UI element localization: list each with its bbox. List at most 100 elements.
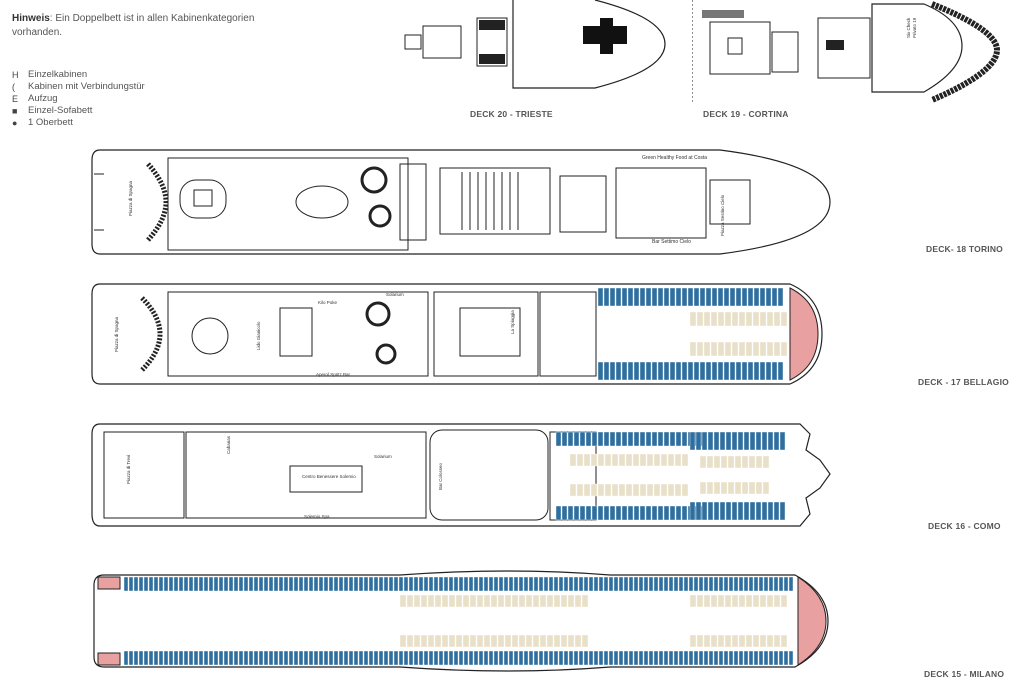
cabin[interactable] xyxy=(423,576,429,592)
cabin[interactable] xyxy=(263,576,269,592)
cabin[interactable] xyxy=(663,431,670,447)
cabin[interactable] xyxy=(213,650,219,666)
cabin[interactable] xyxy=(779,431,786,451)
cabin[interactable] xyxy=(745,311,753,327)
cabin[interactable] xyxy=(597,505,604,521)
cabin[interactable] xyxy=(633,361,640,381)
cabin[interactable] xyxy=(462,594,470,608)
cabin[interactable] xyxy=(567,594,575,608)
cabin[interactable] xyxy=(741,455,749,469)
cabin[interactable] xyxy=(223,576,229,592)
cabin[interactable] xyxy=(713,501,720,521)
cabin[interactable] xyxy=(133,650,139,666)
cabin[interactable] xyxy=(667,453,675,467)
cabin[interactable] xyxy=(758,576,764,592)
cabin[interactable] xyxy=(717,287,724,307)
cabin[interactable] xyxy=(743,650,749,666)
cabin[interactable] xyxy=(548,576,554,592)
cabin[interactable] xyxy=(780,594,788,608)
cabin[interactable] xyxy=(783,650,789,666)
cabin[interactable] xyxy=(778,650,784,666)
cabin[interactable] xyxy=(323,650,329,666)
cabin[interactable] xyxy=(488,576,494,592)
cabin[interactable] xyxy=(283,650,289,666)
cabin[interactable] xyxy=(208,650,214,666)
cabin[interactable] xyxy=(711,361,718,381)
cabin[interactable] xyxy=(648,650,654,666)
cabin[interactable] xyxy=(597,453,605,467)
cabin[interactable] xyxy=(590,453,598,467)
cabin[interactable] xyxy=(767,431,774,451)
cabin[interactable] xyxy=(693,361,700,381)
cabin[interactable] xyxy=(771,361,778,381)
cabin[interactable] xyxy=(748,481,756,495)
cabin[interactable] xyxy=(548,650,554,666)
cabin[interactable] xyxy=(513,650,519,666)
cabin[interactable] xyxy=(508,576,514,592)
cabin[interactable] xyxy=(648,576,654,592)
cabin[interactable] xyxy=(233,650,239,666)
cabin[interactable] xyxy=(593,576,599,592)
cabin[interactable] xyxy=(353,650,359,666)
cabin[interactable] xyxy=(263,650,269,666)
cabin[interactable] xyxy=(543,650,549,666)
cabin[interactable] xyxy=(458,576,464,592)
cabin[interactable] xyxy=(598,650,604,666)
cabin[interactable] xyxy=(203,650,209,666)
cabin[interactable] xyxy=(627,505,634,521)
cabin[interactable] xyxy=(560,634,568,648)
cabin[interactable] xyxy=(198,576,204,592)
cabin[interactable] xyxy=(573,576,579,592)
cabin[interactable] xyxy=(687,287,694,307)
cabin[interactable] xyxy=(438,576,444,592)
cabin[interactable] xyxy=(738,650,744,666)
cabin[interactable] xyxy=(323,576,329,592)
cabin[interactable] xyxy=(703,650,709,666)
cabin[interactable] xyxy=(689,341,697,357)
cabin[interactable] xyxy=(731,594,739,608)
cabin[interactable] xyxy=(710,594,718,608)
cabin[interactable] xyxy=(627,361,634,381)
cabin[interactable] xyxy=(448,594,456,608)
cabin[interactable] xyxy=(753,361,760,381)
cabin[interactable] xyxy=(468,650,474,666)
cabin[interactable] xyxy=(408,650,414,666)
cabin[interactable] xyxy=(528,576,534,592)
cabin[interactable] xyxy=(696,594,704,608)
cabin[interactable] xyxy=(765,361,772,381)
cabin[interactable] xyxy=(163,650,169,666)
cabin[interactable] xyxy=(558,650,564,666)
cabin[interactable] xyxy=(434,594,442,608)
cabin[interactable] xyxy=(745,634,753,648)
cabin[interactable] xyxy=(611,483,619,497)
cabin[interactable] xyxy=(621,431,628,447)
cabin[interactable] xyxy=(476,634,484,648)
cabin[interactable] xyxy=(393,650,399,666)
cabin[interactable] xyxy=(148,650,154,666)
cabin[interactable] xyxy=(755,501,762,521)
cabin[interactable] xyxy=(725,501,732,521)
cabin[interactable] xyxy=(583,453,591,467)
cabin[interactable] xyxy=(193,576,199,592)
cabin[interactable] xyxy=(728,650,734,666)
cabin[interactable] xyxy=(406,634,414,648)
cabin[interactable] xyxy=(298,650,304,666)
cabin[interactable] xyxy=(560,594,568,608)
cabin[interactable] xyxy=(710,634,718,648)
cabin[interactable] xyxy=(573,650,579,666)
cabin[interactable] xyxy=(303,650,309,666)
cabin[interactable] xyxy=(743,576,749,592)
cabin[interactable] xyxy=(660,483,668,497)
cabin[interactable] xyxy=(669,505,676,521)
cabin[interactable] xyxy=(490,594,498,608)
cabin[interactable] xyxy=(748,576,754,592)
cabin[interactable] xyxy=(755,481,763,495)
cabin[interactable] xyxy=(585,431,592,447)
cabin[interactable] xyxy=(368,576,374,592)
cabin[interactable] xyxy=(398,650,404,666)
cabin[interactable] xyxy=(453,576,459,592)
cabin[interactable] xyxy=(490,634,498,648)
cabin[interactable] xyxy=(628,650,634,666)
cabin[interactable] xyxy=(497,594,505,608)
cabin[interactable] xyxy=(178,650,184,666)
